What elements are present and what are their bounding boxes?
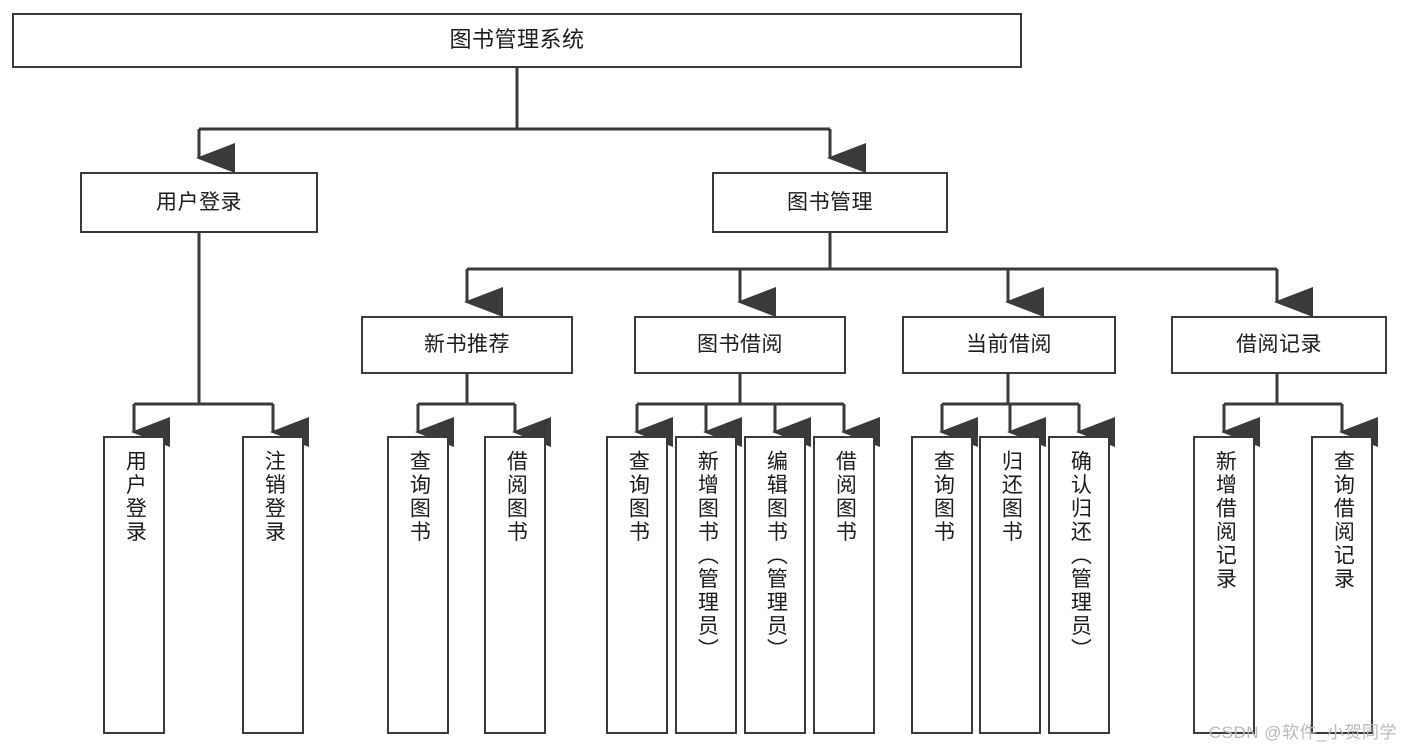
leaf-user-login[interactable]: 用户登录	[103, 436, 165, 734]
leaf-user-login-label: 用户登录	[123, 450, 147, 544]
leaf-query-borrow-record-label: 查询借阅记录	[1331, 450, 1355, 591]
leaf-add-book-admin-label: 新增图书（管理员）	[695, 450, 719, 662]
node-new-book-recommend[interactable]: 新书推荐	[361, 316, 573, 374]
node-borrow-record[interactable]: 借阅记录	[1171, 316, 1387, 374]
node-user-login-label: 用户登录	[156, 190, 242, 214]
leaf-query-book-current-label: 查询图书	[931, 450, 955, 544]
node-current-borrow-label: 当前借阅	[966, 333, 1052, 357]
leaf-query-borrow-record[interactable]: 查询借阅记录	[1311, 436, 1373, 734]
leaf-confirm-return-admin-label: 确认归还（管理员）	[1068, 450, 1092, 662]
leaf-logout-login[interactable]: 注销登录	[242, 436, 304, 734]
leaf-query-book-new-recommend-label: 查询图书	[407, 450, 431, 544]
leaf-borrow-book-borrow[interactable]: 借阅图书	[813, 436, 875, 734]
leaf-borrow-book-new-recommend[interactable]: 借阅图书	[484, 436, 546, 734]
leaf-logout-login-label: 注销登录	[262, 450, 286, 544]
node-book-borrow[interactable]: 图书借阅	[634, 316, 846, 374]
csdn-watermark: CSDN @软件_小贺同学	[1208, 723, 1397, 742]
leaf-return-book-label: 归还图书	[999, 450, 1023, 544]
node-current-borrow[interactable]: 当前借阅	[902, 316, 1116, 374]
leaf-borrow-book-new-recommend-label: 借阅图书	[504, 450, 528, 544]
node-book-manage-label: 图书管理	[787, 190, 873, 214]
node-borrow-record-label: 借阅记录	[1236, 333, 1322, 357]
leaf-query-book-borrow-label: 查询图书	[626, 450, 650, 544]
node-user-login[interactable]: 用户登录	[80, 172, 318, 233]
leaf-query-book-borrow[interactable]: 查询图书	[606, 436, 668, 734]
leaf-edit-book-admin-label: 编辑图书（管理员）	[764, 450, 788, 662]
leaf-query-book-new-recommend[interactable]: 查询图书	[387, 436, 449, 734]
leaf-add-book-admin[interactable]: 新增图书（管理员）	[675, 436, 737, 734]
node-book-borrow-label: 图书借阅	[697, 333, 783, 357]
node-root-label: 图书管理系统	[449, 27, 585, 53]
leaf-add-borrow-record[interactable]: 新增借阅记录	[1193, 436, 1255, 734]
node-new-book-recommend-label: 新书推荐	[424, 333, 510, 357]
leaf-confirm-return-admin[interactable]: 确认归还（管理员）	[1048, 436, 1110, 734]
leaf-borrow-book-borrow-label: 借阅图书	[833, 450, 857, 544]
leaf-edit-book-admin[interactable]: 编辑图书（管理员）	[744, 436, 806, 734]
leaf-add-borrow-record-label: 新增借阅记录	[1213, 450, 1237, 591]
node-root-book-management-system[interactable]: 图书管理系统	[12, 13, 1022, 68]
leaf-query-book-current[interactable]: 查询图书	[911, 436, 973, 734]
node-book-manage[interactable]: 图书管理	[712, 172, 948, 233]
leaf-return-book[interactable]: 归还图书	[979, 436, 1041, 734]
